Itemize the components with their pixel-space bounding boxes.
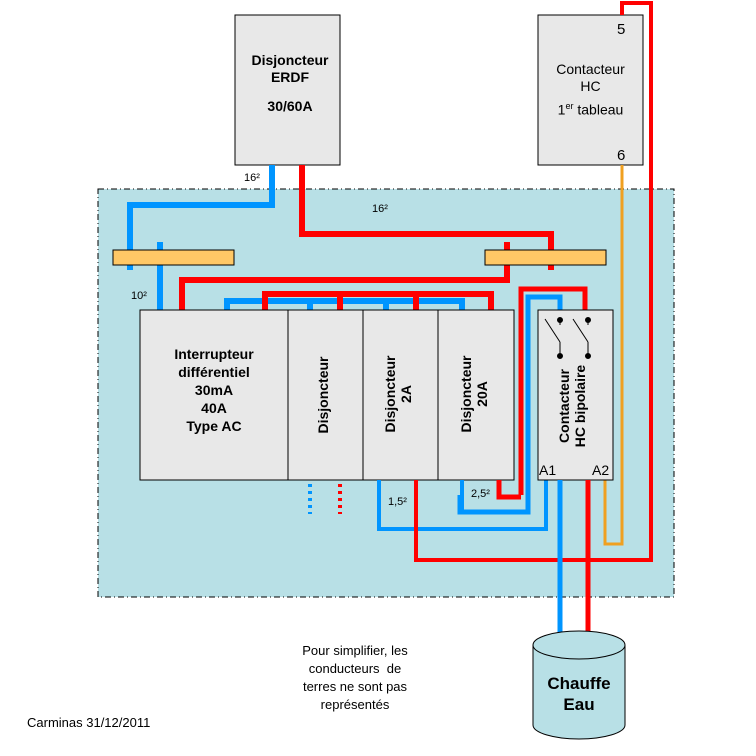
breaker-2a-line1: Disjoncteur xyxy=(382,355,398,433)
phase-wire-2a-to-hc xyxy=(414,1,653,562)
rcd-line1: Interrupteur xyxy=(174,346,254,362)
neutral-wire-main xyxy=(127,165,275,270)
wire-section-16-top: 16² xyxy=(244,172,260,184)
wire-section-2-5: 2,5² xyxy=(471,488,490,500)
wire-section-10: 10² xyxy=(131,290,147,302)
breaker-20a-line2: 20A xyxy=(474,381,491,407)
hc-contactor-line3: 1er tableau xyxy=(538,101,643,118)
breaker-20a-label: Disjoncteur 20A xyxy=(458,334,494,454)
phase-wire-20a-out xyxy=(496,480,521,500)
rcd-line3: 30mA xyxy=(194,382,234,398)
water-heater-icon xyxy=(532,630,626,740)
hc-contactor-line3-sup: er xyxy=(565,100,574,111)
note-line1: Pour simplifier, les xyxy=(302,643,408,658)
hc-contactor-line3-base: 1 xyxy=(557,101,566,118)
note-line4: représentés xyxy=(320,697,390,712)
terminal-a2-label: A2 xyxy=(592,462,610,478)
breaker-box-1 xyxy=(287,309,364,481)
note-line3: terres ne sont pas xyxy=(302,679,408,694)
rcd-box xyxy=(139,309,289,481)
phase-wire-to-contactor xyxy=(518,286,588,495)
breaker-box-20a xyxy=(437,309,515,481)
hc-contactor-line3-rest: tableau xyxy=(573,101,624,118)
note-text: Pour simplifier, les conducteurs de terr… xyxy=(280,642,430,714)
credit-text: Carminas 31/12/2011 xyxy=(27,715,151,730)
hc-contactor-line1: Contacteur xyxy=(556,61,625,77)
terminal-6-label: 6 xyxy=(617,147,626,164)
breaker-1-label: Disjoncteur xyxy=(315,335,335,455)
hc-contactor-line2: HC xyxy=(580,77,601,94)
hc-contactor-main-label: Contacteur HC 1er tableau xyxy=(538,61,643,118)
phase-busbar xyxy=(484,249,607,266)
erdf-breaker-label: Disjoncteur ERDF 30/60A xyxy=(235,52,345,114)
phase-comb xyxy=(262,291,494,310)
breaker-2a-label: Disjoncteur 2A xyxy=(382,334,418,454)
erdf-breaker-line2: ERDF xyxy=(270,68,310,85)
water-heater-label: Chauffe Eau xyxy=(533,673,625,715)
neutral-busbar xyxy=(112,249,235,266)
breaker-2a-line2: 2A xyxy=(398,385,415,403)
neutral-comb xyxy=(224,298,465,310)
erdf-breaker-line1: Disjoncteur xyxy=(251,52,329,68)
wire-section-1-5: 1,5² xyxy=(388,496,407,508)
note-line2: conducteurs de xyxy=(308,661,402,676)
rcd-line5: Type AC xyxy=(186,418,242,434)
breaker-20a-line1: Disjoncteur xyxy=(458,355,474,433)
breaker-box-2a xyxy=(362,309,439,481)
neutral-wire-2a-to-a1 xyxy=(377,480,548,531)
bipolar-contactor-line2: HC bipolaire xyxy=(572,364,589,448)
wire-section-16-panel: 16² xyxy=(372,203,388,215)
contact-switch-icon xyxy=(544,317,591,359)
control-wire-hc-to-a2 xyxy=(603,165,624,546)
bipolar-contactor-label: Contacteur HC bipolaire xyxy=(556,346,594,466)
terminal-5-label: 5 xyxy=(617,21,626,38)
erdf-breaker-box xyxy=(234,14,341,166)
rcd-label: Interrupteur différentiel 30mA 40A Type … xyxy=(140,345,288,435)
water-heater-line2: Eau xyxy=(563,695,595,714)
rcd-line4: 40A xyxy=(201,400,227,416)
breaker-1-line1: Disjoncteur xyxy=(315,356,331,434)
bipolar-contactor-line1: Contacteur xyxy=(556,369,572,443)
water-heater-line1: Chauffe xyxy=(547,674,611,693)
rcd-line2: différentiel xyxy=(178,364,250,380)
erdf-breaker-rating: 30/60A xyxy=(267,97,313,114)
terminal-a1-label: A1 xyxy=(539,462,557,478)
bipolar-contactor-box xyxy=(537,309,614,481)
hc-contactor-main-box xyxy=(537,14,644,166)
